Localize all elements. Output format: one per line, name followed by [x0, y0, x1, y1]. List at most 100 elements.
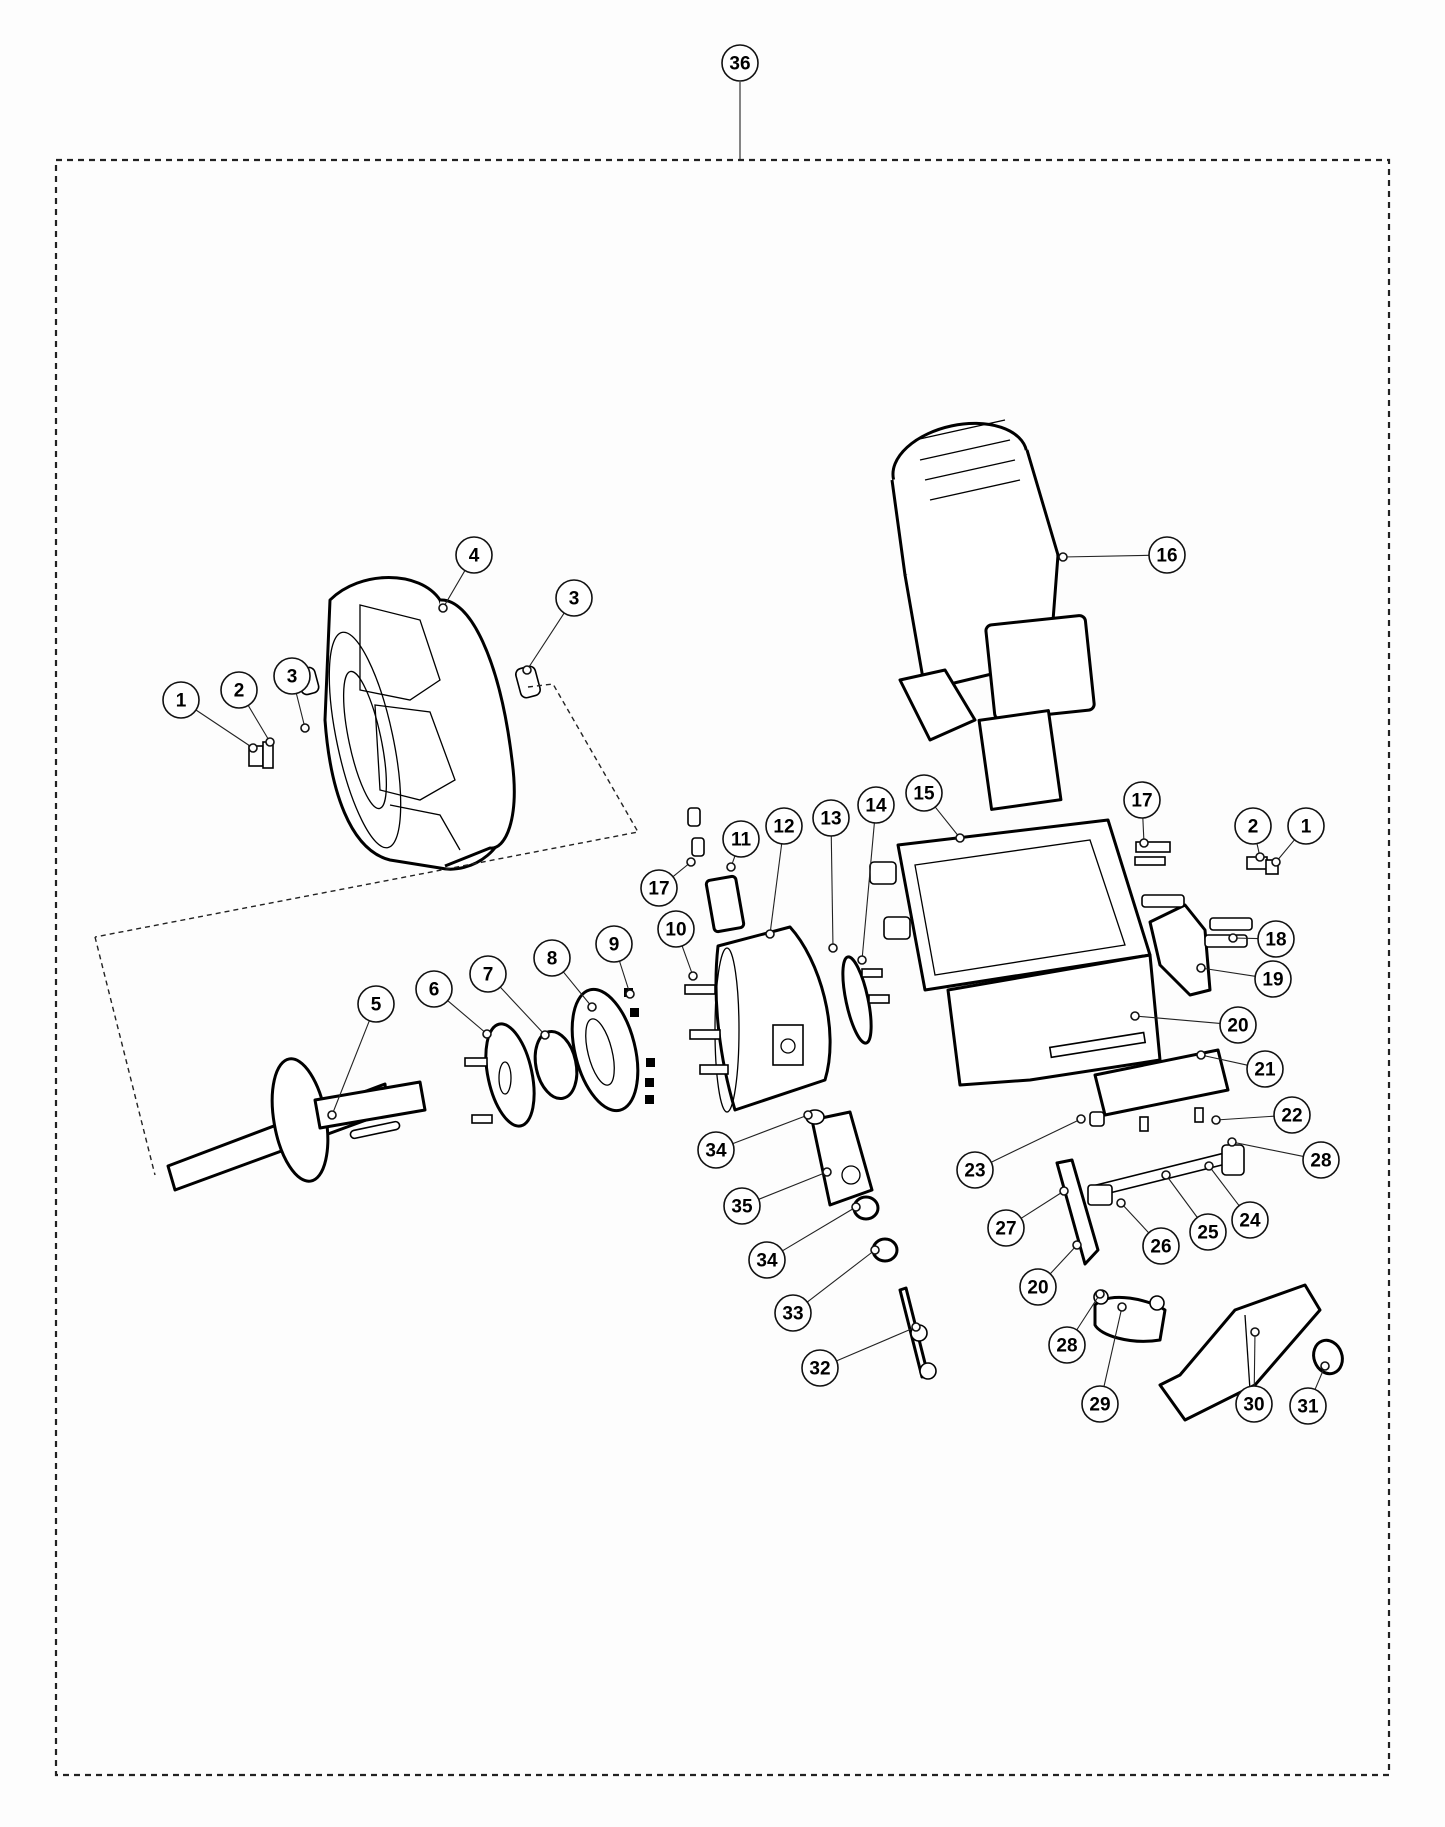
plate-part[interactable]	[704, 874, 746, 934]
callout-30-c30[interactable]: 30	[1235, 1327, 1273, 1423]
callout-bubble	[1289, 1387, 1327, 1425]
callout-number: 25	[1197, 1223, 1219, 1244]
callout-number: 14	[865, 796, 887, 817]
callout-4-c4[interactable]: 4	[438, 536, 493, 613]
callout-17-c17b[interactable]: 17	[1123, 781, 1161, 848]
screws-14-part[interactable]	[861, 968, 890, 1004]
callout-3-c3b[interactable]: 3	[522, 579, 593, 675]
callout-21-c21[interactable]: 21	[1196, 1050, 1284, 1088]
callout-number: 8	[547, 949, 558, 970]
gear-housing-part[interactable]	[714, 925, 832, 1113]
callout-bubble	[162, 681, 200, 719]
callout-1-c1a[interactable]: 1	[162, 681, 258, 753]
callout-anchor-dot	[1095, 1289, 1105, 1299]
callout-bubble	[640, 869, 678, 907]
callout-leader-line	[836, 1326, 917, 1362]
block-part[interactable]	[810, 1110, 874, 1207]
handle-plate-part[interactable]	[1158, 1283, 1322, 1422]
callout-number: 7	[483, 965, 494, 986]
bearing-housing-part[interactable]	[561, 983, 649, 1118]
ring-part[interactable]	[837, 955, 877, 1046]
callout-anchor-dot	[1161, 1170, 1171, 1180]
callout-bubble	[469, 955, 507, 993]
callout-24-c24[interactable]: 24	[1204, 1161, 1269, 1239]
callout-leader-line	[1076, 1293, 1101, 1331]
callout-bubble	[415, 970, 453, 1008]
callout-number: 26	[1150, 1237, 1171, 1258]
callout-16-c16[interactable]: 16	[1058, 536, 1186, 574]
callout-bubble	[220, 671, 258, 709]
callout-34-c34b[interactable]: 34	[748, 1202, 861, 1279]
callout-31-c31[interactable]: 31	[1289, 1361, 1330, 1425]
callout-5-c5[interactable]: 5	[327, 985, 395, 1120]
callout-23-c23[interactable]: 23	[956, 1114, 1086, 1189]
callout-number: 36	[729, 54, 750, 75]
callout-15-c15[interactable]: 15	[905, 774, 965, 843]
callout-anchor-dot	[1204, 1161, 1214, 1171]
callout-leader-line	[806, 1249, 876, 1303]
callout-anchor-dot	[327, 1110, 337, 1120]
callout-18-c18[interactable]: 18	[1228, 920, 1295, 958]
callout-bubble	[857, 786, 895, 824]
callout-32-c32[interactable]: 32	[801, 1322, 921, 1387]
callout-13-c13[interactable]: 13	[812, 799, 850, 953]
frame-part[interactable]	[869, 818, 1162, 1087]
callout-number: 35	[731, 1197, 753, 1218]
bracket-part[interactable]	[1141, 894, 1253, 997]
callout-7-c7[interactable]: 7	[469, 955, 550, 1040]
motor-part[interactable]	[885, 412, 1096, 811]
callout-22-c22[interactable]: 22	[1211, 1096, 1311, 1134]
screws-17-left-part[interactable]	[687, 807, 705, 857]
callout-35-c35[interactable]: 35	[723, 1167, 832, 1225]
callout-anchor-dot	[822, 1167, 832, 1177]
callout-bubble	[1246, 1050, 1284, 1088]
callout-36-c36[interactable]: 36	[721, 44, 759, 82]
callout-1-c1b[interactable]: 1	[1271, 807, 1325, 867]
callout-17-c17a[interactable]: 17	[640, 857, 696, 907]
callout-6-c6[interactable]: 6	[415, 970, 492, 1039]
axle-shaft-part[interactable]	[166, 1054, 427, 1192]
callout-10-c10[interactable]: 10	[657, 910, 698, 981]
callout-28-c28b[interactable]: 28	[1048, 1289, 1105, 1364]
callout-anchor-dot	[688, 971, 698, 981]
callout-bubble	[748, 1241, 786, 1279]
callout-bubble	[533, 939, 571, 977]
wheel-part[interactable]	[315, 576, 516, 871]
callout-bubble	[1231, 1201, 1269, 1239]
callout-28-c28a[interactable]: 28	[1227, 1137, 1340, 1179]
callout-12-c12[interactable]: 12	[765, 807, 803, 939]
callout-2-c2b[interactable]: 2	[1234, 807, 1272, 862]
callout-anchor-dot	[300, 723, 310, 733]
knob-part[interactable]	[1309, 1336, 1347, 1378]
callout-number: 22	[1281, 1106, 1302, 1127]
hub-flange-part[interactable]	[464, 1020, 542, 1131]
callout-19-c19[interactable]: 19	[1196, 960, 1292, 998]
callout-bubble	[1219, 1006, 1257, 1044]
callout-number: 34	[756, 1251, 778, 1272]
callout-20-c20b[interactable]: 20	[1019, 1240, 1082, 1306]
callout-20-c20a[interactable]: 20	[1130, 1006, 1257, 1044]
callout-33-c33[interactable]: 33	[774, 1245, 880, 1332]
callout-3-c3a[interactable]: 3	[273, 657, 311, 733]
pin-part[interactable]	[898, 1286, 937, 1380]
callout-29-c29[interactable]: 29	[1081, 1302, 1127, 1423]
bolts-part[interactable]	[684, 984, 729, 1075]
callout-8-c8[interactable]: 8	[533, 939, 597, 1012]
callout-bubble	[722, 820, 760, 858]
callout-9-c9[interactable]: 9	[595, 925, 635, 999]
cam-part[interactable]	[1093, 1289, 1167, 1343]
callout-14-c14[interactable]: 14	[857, 786, 895, 965]
callout-leader-line	[1020, 1190, 1065, 1219]
callout-anchor-dot	[265, 737, 275, 747]
slide-block-part[interactable]	[1089, 1048, 1230, 1132]
callout-27-c27[interactable]: 27	[987, 1186, 1069, 1247]
callout-26-c26[interactable]: 26	[1116, 1198, 1180, 1265]
callout-25-c25[interactable]: 25	[1161, 1170, 1227, 1251]
callout-34-c34a[interactable]: 34	[697, 1110, 813, 1169]
screws-17-right-part[interactable]	[1134, 841, 1171, 866]
callout-2-c2a[interactable]: 2	[220, 671, 275, 747]
callout-number: 21	[1254, 1060, 1276, 1081]
callout-bubble	[455, 536, 493, 574]
callout-number: 10	[665, 920, 686, 941]
callout-11-c11[interactable]: 11	[722, 820, 760, 872]
